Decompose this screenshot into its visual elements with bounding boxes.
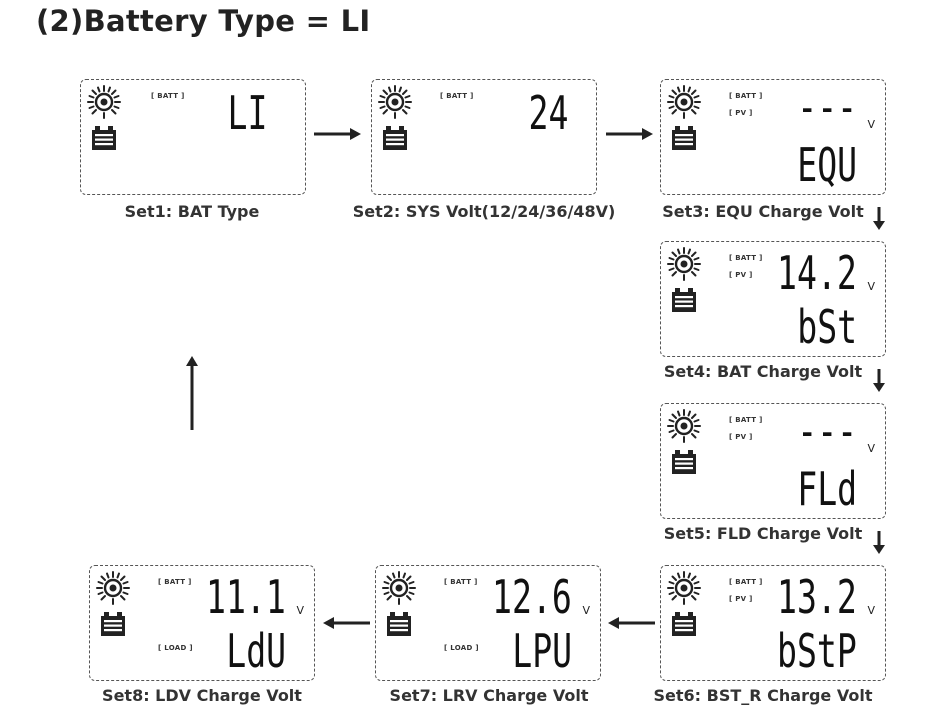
unit-v: V [867, 442, 875, 455]
sun-icon [87, 85, 121, 119]
lcd-panel-set8: [ BATT ] [ LOAD ] 11.1 V LdU [89, 565, 315, 681]
batt-label: [ BATT ] [151, 92, 185, 100]
bottom-readout: bSt [797, 300, 857, 354]
battery-icon [386, 611, 412, 637]
batt-label: [ BATT ] [158, 578, 192, 586]
battery-icon [382, 125, 408, 151]
pv-label: [ PV ] [729, 433, 753, 441]
sun-icon [382, 571, 416, 605]
arrow-up-icon [186, 356, 198, 430]
arrow-down-icon [873, 369, 885, 392]
lcd-panel-set1: [ BATT ] LI [80, 79, 306, 195]
caption-set4: Set4: BAT Charge Volt [663, 362, 863, 381]
pv-label: [ PV ] [729, 271, 753, 279]
top-readout: LI [227, 86, 267, 140]
battery-icon [100, 611, 126, 637]
arrow-down-icon [873, 531, 885, 554]
sun-icon [667, 571, 701, 605]
top-readout: 12.6 [492, 570, 572, 624]
pv-label: [ PV ] [729, 595, 753, 603]
load-label: [ LOAD ] [444, 644, 479, 652]
unit-v: V [867, 280, 875, 293]
caption-set7: Set7: LRV Charge Volt [389, 686, 589, 705]
batt-label: [ BATT ] [729, 416, 763, 424]
bottom-readout: LdU [226, 624, 286, 678]
batt-label: [ BATT ] [444, 578, 478, 586]
battery-icon [671, 125, 697, 151]
bottom-readout: EQU [797, 138, 857, 192]
unit-v: V [867, 118, 875, 131]
lcd-panel-set4: [ BATT ] [ PV ] 14.2 V bSt [660, 241, 886, 357]
caption-set8: Set8: LDV Charge Volt [102, 686, 302, 705]
top-readout: 14.2 [777, 246, 857, 300]
battery-icon [91, 125, 117, 151]
battery-icon [671, 449, 697, 475]
caption-set2: Set2: SYS Volt(12/24/36/48V) [352, 202, 616, 221]
lcd-panel-set2: [ BATT ] 24 [371, 79, 597, 195]
top-readout: 24 [528, 86, 568, 140]
bottom-readout: bStP [777, 624, 857, 678]
pv-label: [ PV ] [729, 109, 753, 117]
arrow-left-icon [608, 617, 655, 629]
battery-icon [671, 611, 697, 637]
bottom-readout: LPU [512, 624, 572, 678]
top-readout: 11.1 [206, 570, 286, 624]
unit-v: V [582, 604, 590, 617]
load-label: [ LOAD ] [158, 644, 193, 652]
sun-icon [96, 571, 130, 605]
sun-icon [667, 409, 701, 443]
caption-set5: Set5: FLD Charge Volt [663, 524, 863, 543]
lcd-panel-set7: [ BATT ] [ LOAD ] 12.6 V LPU [375, 565, 601, 681]
page-title: (2)Battery Type = LI [36, 4, 371, 38]
top-readout: --- [797, 80, 857, 134]
lcd-panel-set3: [ BATT ] [ PV ] --- V EQU [660, 79, 886, 195]
top-readout: 13.2 [777, 570, 857, 624]
caption-set1: Set1: BAT Type [124, 202, 260, 221]
batt-label: [ BATT ] [729, 254, 763, 262]
arrow-down-icon [873, 207, 885, 230]
top-readout: --- [797, 404, 857, 458]
batt-label: [ BATT ] [729, 578, 763, 586]
batt-label: [ BATT ] [729, 92, 763, 100]
sun-icon [378, 85, 412, 119]
sun-icon [667, 247, 701, 281]
bottom-readout: FLd [797, 462, 857, 516]
arrow-left-icon [323, 617, 370, 629]
caption-set3: Set3: EQU Charge Volt [662, 202, 864, 221]
lcd-panel-set5: [ BATT ] [ PV ] --- V FLd [660, 403, 886, 519]
unit-v: V [867, 604, 875, 617]
arrow-right-icon [314, 128, 361, 140]
lcd-panel-set6: [ BATT ] [ PV ] 13.2 V bStP [660, 565, 886, 681]
batt-label: [ BATT ] [440, 92, 474, 100]
battery-icon [671, 287, 697, 313]
sun-icon [667, 85, 701, 119]
caption-set6: Set6: BST_R Charge Volt [653, 686, 873, 705]
arrow-right-icon [606, 128, 653, 140]
unit-v: V [296, 604, 304, 617]
